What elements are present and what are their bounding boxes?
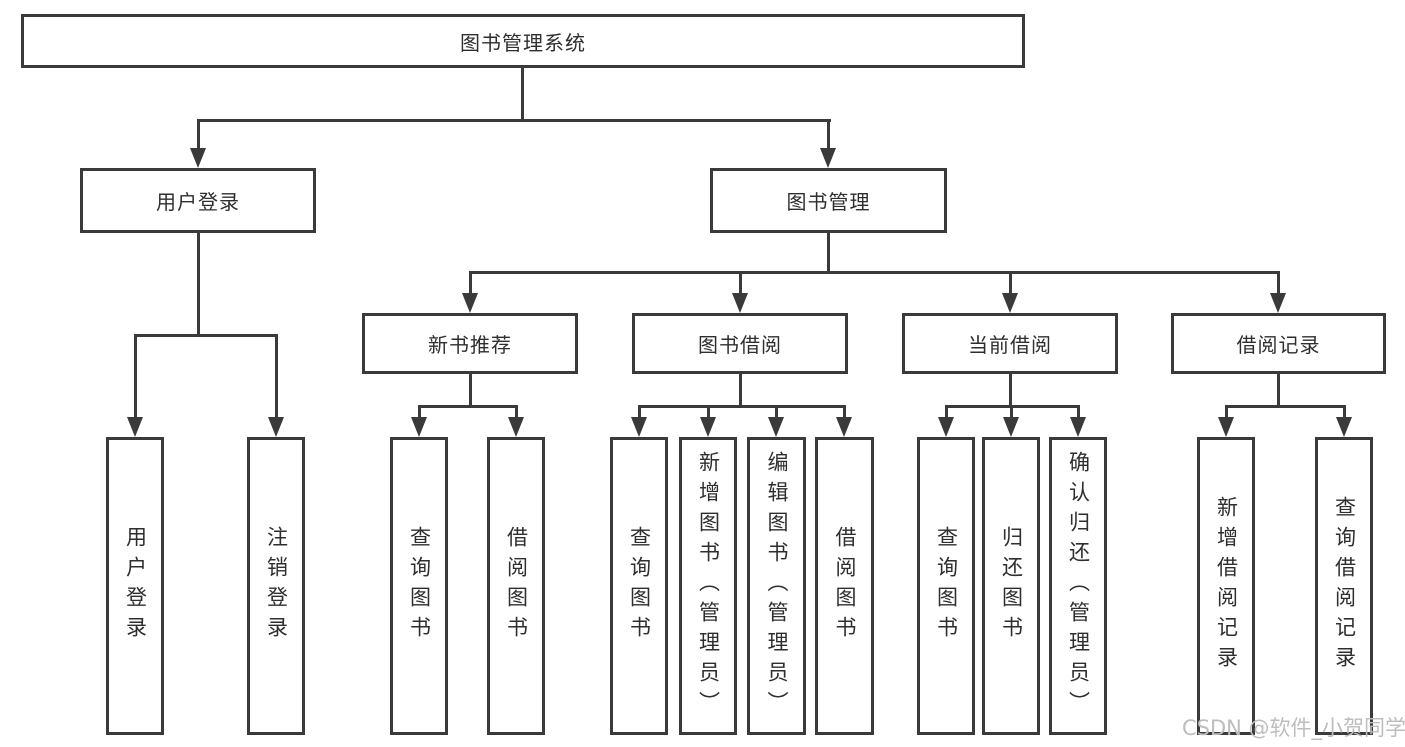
arrow-down-icon [1336, 417, 1352, 437]
connector-drop-leaf [843, 405, 846, 418]
leaf-label: 归还图书 [999, 526, 1024, 646]
arrow-down-icon [631, 417, 647, 437]
connector-section-stem [1009, 373, 1012, 407]
arrow-down-icon [268, 417, 284, 437]
node-new-book-recommend: 新书推荐 [362, 313, 578, 374]
leaf-label: 查询图书 [407, 526, 432, 646]
connector-section-hbar [638, 405, 846, 408]
connector-root-stem [521, 68, 524, 121]
node-root-label: 图书管理系统 [460, 30, 586, 55]
connector-drop-leaf [418, 405, 421, 418]
arrow-down-icon [411, 417, 427, 437]
leaf-label: 查询图书 [627, 526, 652, 646]
leaf-add-books-admin: 新增图书（管理员） [679, 437, 737, 735]
arrow-down-icon [127, 417, 143, 437]
leaf-label: 注销登录 [264, 526, 289, 646]
connector-drop-leaf [1077, 405, 1080, 418]
node-user-login: 用户登录 [80, 168, 316, 233]
connector-drop-section [469, 271, 472, 294]
node-current-borrow-label: 当前借阅 [968, 333, 1052, 357]
arrow-down-icon [462, 293, 478, 313]
node-root: 图书管理系统 [21, 14, 1025, 68]
leaf-logout: 注销登录 [247, 437, 305, 735]
leaf-recommend-borrow-books: 借阅图书 [487, 437, 545, 735]
node-book-management: 图书管理 [710, 168, 947, 233]
connector-section-stem [1277, 373, 1280, 407]
leaf-label: 确认归还（管理员） [1066, 451, 1091, 721]
arrow-down-icon [508, 417, 524, 437]
node-borrow-records: 借阅记录 [1171, 313, 1386, 374]
connector-drop-section [739, 271, 742, 294]
leaf-add-borrow-record: 新增借阅记录 [1197, 437, 1255, 735]
arrow-down-icon [1070, 417, 1086, 437]
connector-root-hbar [197, 119, 831, 122]
node-book-borrow: 图书借阅 [632, 313, 848, 374]
leaf-return-books: 归还图书 [982, 437, 1040, 735]
node-user-login-label: 用户登录 [156, 190, 240, 214]
node-current-borrow: 当前借阅 [902, 313, 1118, 374]
arrow-down-icon [190, 148, 206, 168]
connector-drop-leaf [1343, 405, 1346, 418]
connector-drop-leaf [515, 405, 518, 418]
connector-drop-leaf [134, 334, 137, 418]
leaf-label: 查询借阅记录 [1332, 496, 1357, 676]
csdn-watermark: CSDN @软件_小贺同学 [1182, 716, 1405, 740]
connector-section-stem [739, 373, 742, 407]
arrow-down-icon [938, 417, 954, 437]
arrow-down-icon [820, 148, 836, 168]
connector-drop-section [1277, 271, 1280, 294]
node-new-book-recommend-label: 新书推荐 [428, 333, 512, 357]
connector-book-management-hbar [469, 271, 1280, 274]
connector-drop-leaf [638, 405, 641, 418]
connector-book-management-stem [827, 233, 830, 273]
connector-user-login-stem [197, 233, 200, 337]
node-book-management-label: 图书管理 [786, 190, 871, 214]
connector-drop-leaf [1010, 405, 1013, 418]
leaf-recommend-query-books: 查询图书 [390, 437, 448, 735]
connector-drop-section [1009, 271, 1012, 294]
leaf-user-login: 用户登录 [106, 437, 164, 735]
leaf-label: 编辑图书（管理员） [765, 451, 790, 721]
connector-drop-leaf [775, 405, 778, 418]
connector-drop-book-management [827, 119, 830, 149]
connector-drop-leaf [945, 405, 948, 418]
node-book-borrow-label: 图书借阅 [698, 333, 782, 357]
connector-section-stem [469, 373, 472, 407]
node-borrow-records-label: 借阅记录 [1236, 333, 1321, 357]
arrow-down-icon [836, 417, 852, 437]
arrow-down-icon [768, 417, 784, 437]
leaf-edit-books-admin: 编辑图书（管理员） [747, 437, 806, 735]
leaf-label: 用户登录 [123, 526, 148, 646]
connector-section-hbar [1225, 405, 1346, 408]
connector-drop-leaf [707, 405, 710, 418]
arrow-down-icon [1002, 293, 1018, 313]
leaf-label: 查询图书 [934, 526, 959, 646]
leaf-label: 借阅图书 [833, 526, 858, 646]
leaf-query-borrow-record: 查询借阅记录 [1315, 437, 1373, 735]
leaf-label: 借阅图书 [504, 526, 529, 646]
arrow-down-icon [1003, 417, 1019, 437]
leaf-confirm-return-admin: 确认归还（管理员） [1049, 437, 1107, 735]
leaf-borrow-query-books: 查询图书 [610, 437, 668, 735]
leaf-label: 新增借阅记录 [1214, 496, 1239, 676]
connector-section-hbar [418, 405, 518, 408]
arrow-down-icon [1218, 417, 1234, 437]
arrow-down-icon [700, 417, 716, 437]
connector-drop-user-login [197, 119, 200, 149]
leaf-borrow-books: 借阅图书 [815, 437, 874, 735]
arrow-down-icon [1270, 293, 1286, 313]
arrow-down-icon [732, 293, 748, 313]
connector-drop-leaf [1225, 405, 1228, 418]
leaf-label: 新增图书（管理员） [696, 451, 721, 721]
connector-user-login-hbar [134, 334, 278, 337]
leaf-current-query-books: 查询图书 [917, 437, 975, 735]
connector-drop-leaf [275, 334, 278, 418]
